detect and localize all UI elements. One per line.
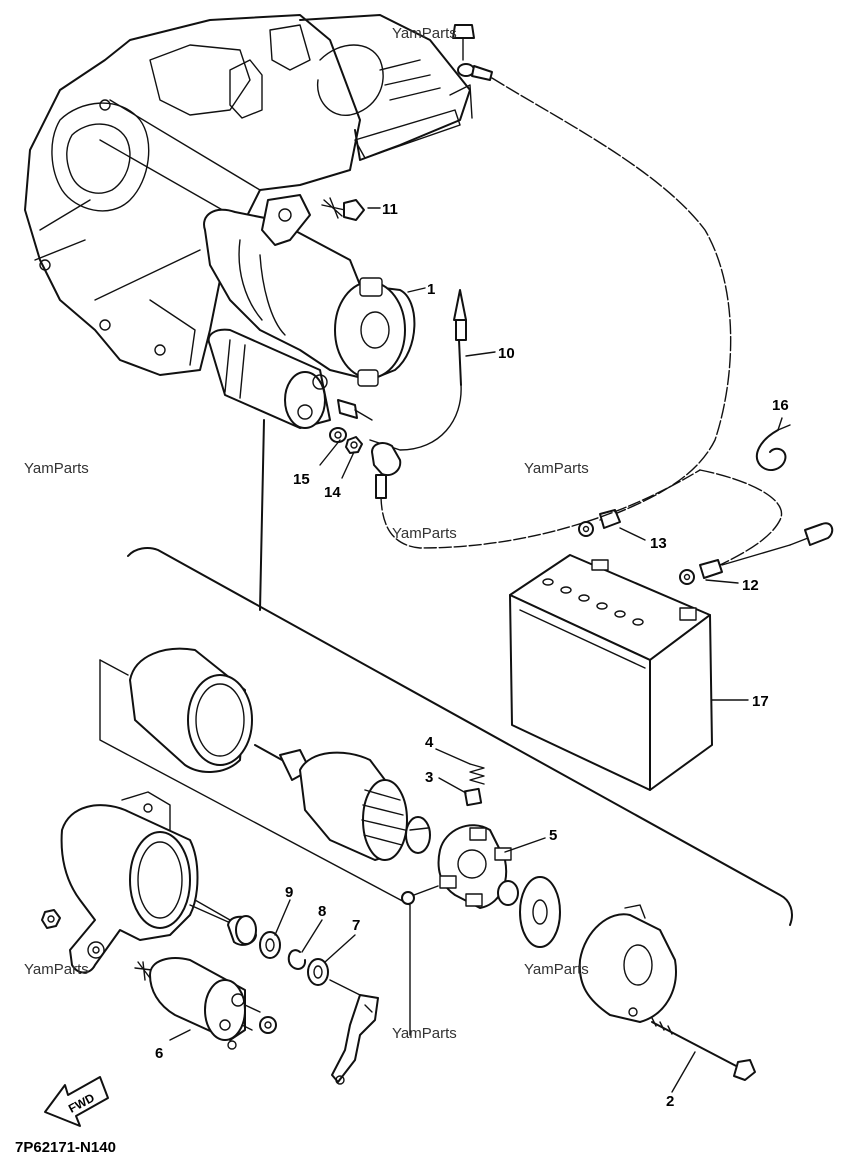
watermark-text: YamParts: [524, 961, 589, 978]
armature-illustration: [254, 744, 431, 861]
rear-cover-illustration: [578, 904, 677, 1023]
circlip-8-illustration: [287, 949, 307, 970]
clip-16-illustration: [755, 424, 791, 472]
screw-top-illustration: [452, 24, 493, 81]
alignment-line-a: [99, 659, 411, 1036]
callout-17: 17: [752, 693, 769, 710]
watermark-text: YamParts: [392, 1025, 457, 1042]
callout-7: 7: [352, 917, 360, 934]
bolt-11-illustration: [321, 197, 365, 221]
solenoid-6-illustration: [134, 957, 277, 1050]
callout-10: 10: [498, 345, 515, 362]
watermark-text: YamParts: [524, 460, 589, 477]
watermark-text: YamParts: [392, 25, 457, 42]
alignment-line-b: [99, 659, 129, 676]
watermark-text: YamParts: [24, 961, 89, 978]
alignment-line-housing: [189, 904, 236, 926]
callout-5: 5: [549, 827, 557, 844]
callout-11: 11: [382, 201, 398, 218]
lead-wire-10: [337, 289, 467, 451]
callout-2: 2: [666, 1093, 674, 1110]
callout-8: 8: [318, 903, 326, 920]
washer-right-illustration: [519, 876, 561, 948]
watermark-text: YamParts: [392, 525, 457, 542]
bushing-right-illustration: [497, 880, 519, 906]
nut-15-illustration: [329, 427, 347, 443]
battery-17-illustration: [509, 554, 713, 791]
washer-9-illustration: [259, 931, 281, 959]
battery-cable-13: [491, 77, 732, 521]
battery-cable-12: [679, 469, 834, 585]
exploded-view-bracket: [127, 547, 793, 926]
nut-14-illustration: [345, 436, 363, 454]
callout-1: 1: [427, 281, 435, 298]
washer-7-illustration: [307, 958, 329, 986]
starter-motor-assembly: [203, 194, 416, 429]
brush-holder-5-illustration: [401, 824, 512, 909]
terminal-boot-illustration: [371, 442, 701, 549]
callout-labels: 1 2 3 4 5 6 7 8 9 10 11 12 13 14 15 16 1…: [155, 201, 789, 1110]
callout-4: 4: [425, 734, 434, 751]
callout-12: 12: [742, 577, 759, 594]
spring-4-illustration: [469, 763, 485, 785]
watermarks: YamParts YamParts YamParts YamParts YamP…: [24, 25, 589, 1042]
callout-9: 9: [285, 884, 293, 901]
callout-6: 6: [155, 1045, 163, 1062]
brush-3-illustration: [463, 787, 483, 807]
engine-block-illustration: [24, 14, 473, 376]
shift-lever-illustration: [331, 994, 379, 1085]
cable-terminal-13: [578, 509, 621, 537]
callout-3: 3: [425, 769, 433, 786]
callout-13: 13: [650, 535, 667, 552]
callout-16: 16: [772, 397, 789, 414]
callout-14: 14: [324, 484, 341, 501]
callout-leaders: [169, 207, 783, 1093]
yoke-illustration: [129, 647, 253, 773]
drawing-code: 7P62171-N140: [15, 1139, 116, 1156]
bushing-left-illustration: [227, 915, 257, 946]
long-bolt-2-illustration: [651, 1017, 756, 1081]
callout-15: 15: [293, 471, 310, 488]
exploded-view-connector: [259, 419, 265, 611]
front-housing-illustration: [60, 791, 199, 974]
nut-left-illustration: [41, 909, 61, 929]
forward-direction-arrow: FWD: [44, 1076, 109, 1127]
watermark-text: YamParts: [24, 460, 89, 477]
